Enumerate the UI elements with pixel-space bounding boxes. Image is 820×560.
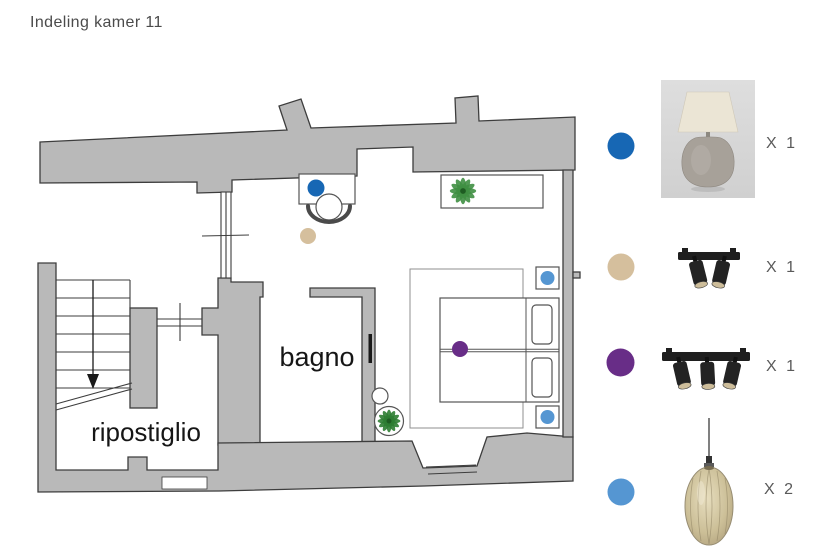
- legend-qty: X 1: [766, 135, 798, 152]
- pillow: [531, 304, 553, 345]
- wall-center-column: [201, 277, 264, 446]
- doorway-threshold: [161, 476, 208, 490]
- legend-item-spot-trio: X 1: [600, 343, 820, 399]
- pendant-image: [684, 418, 734, 546]
- legend-color-dot: [607, 478, 635, 506]
- marker-table-lamp: [307, 179, 325, 197]
- room-label-bathroom: bagno: [279, 342, 354, 372]
- marker-spot-trio: [452, 341, 468, 357]
- legend-item-spot-duo: X 1: [600, 245, 820, 305]
- stairs: [55, 279, 133, 411]
- wall-right-tick: [572, 271, 581, 279]
- entry-steps: [425, 464, 478, 475]
- wall-right: [562, 169, 574, 438]
- chair: [315, 193, 343, 221]
- legend-color-dot: [607, 132, 635, 160]
- pillow: [531, 357, 553, 398]
- spot-trio-image: [662, 348, 750, 390]
- legend-color-dot: [607, 253, 635, 281]
- stairs-direction-arrow: [87, 280, 99, 389]
- marker-pendant-top: [540, 271, 555, 285]
- spot-duo-image: [678, 248, 740, 289]
- table-lamp-image: [661, 80, 755, 198]
- marker-pendant-bottom: [540, 410, 555, 424]
- wall-stair-column: [129, 307, 158, 409]
- wall-top: [39, 95, 576, 194]
- legend-item-table-lamp: X 1: [600, 75, 820, 203]
- legend-qty: X 2: [764, 481, 796, 498]
- chair-backrest: [306, 204, 352, 224]
- legend-qty: X 1: [766, 358, 798, 375]
- page-title: Indeling kamer 11: [30, 14, 163, 31]
- legend-color-dot: [606, 348, 635, 377]
- legend-qty: X 1: [766, 259, 798, 276]
- door-symbol-storage: [157, 303, 202, 341]
- floor-plan: bagno ripostiglio: [37, 95, 581, 493]
- bathroom-door-leaf: [368, 334, 372, 363]
- room-label-storage: ripostiglio: [91, 417, 201, 447]
- marker-spot-duo: [300, 228, 316, 244]
- legend-item-pendant: X 2: [600, 418, 820, 548]
- wall-left-and-bottom: [37, 262, 574, 493]
- stool: [371, 387, 389, 405]
- window-left: [201, 191, 250, 279]
